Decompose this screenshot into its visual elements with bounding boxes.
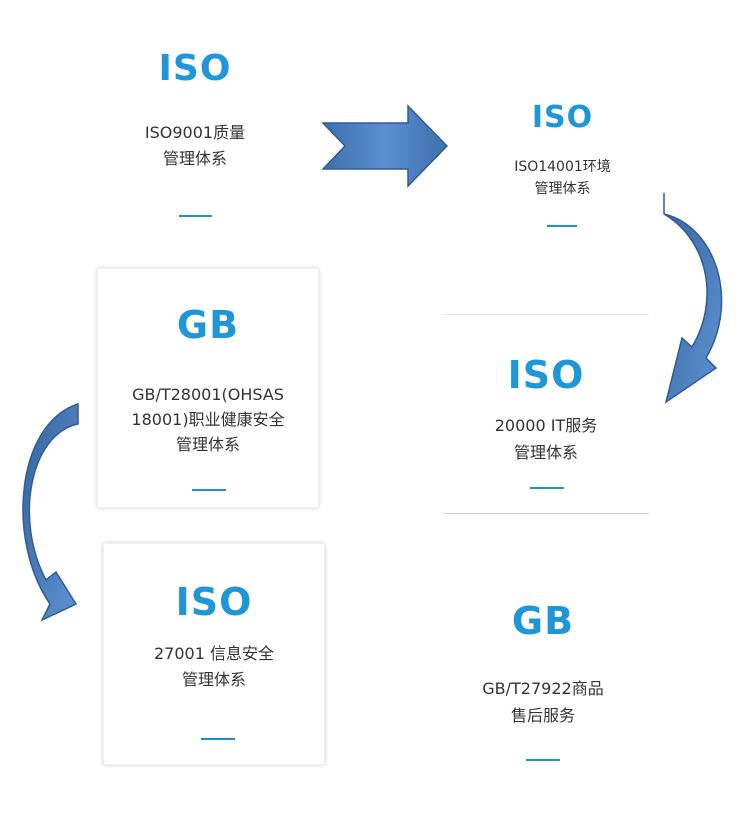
- cert-description-line: 27001 信息安全: [154, 644, 274, 663]
- cert-description-line: 管理体系: [175, 435, 240, 454]
- cert-description: GB/T28001(OHSAS 18001)职业健康安全 管理体系: [98, 382, 318, 457]
- cert-description: 27001 信息安全 管理体系: [104, 641, 324, 693]
- accent-dash: [526, 759, 560, 761]
- cert-card-iso9001: ISO ISO9001质量 管理体系: [95, 30, 295, 240]
- cert-card-gbt27922: GB GB/T27922商品 售后服务: [440, 585, 646, 785]
- cert-description-line: 管理体系: [181, 670, 246, 689]
- cert-description: ISO14001环境 管理体系: [470, 156, 655, 200]
- cert-description-line: GB/T28001(OHSAS: [132, 385, 284, 404]
- accent-dash: [547, 225, 577, 227]
- cert-description-line: 管理体系: [162, 149, 227, 168]
- curved-arrow-left-icon: [22, 402, 79, 622]
- cert-badge: GB: [176, 303, 240, 347]
- cert-card-iso20000: ISO 20000 IT服务 管理体系: [443, 314, 649, 514]
- cert-card-iso27001: ISO 27001 信息安全 管理体系: [103, 543, 325, 765]
- cert-badge: ISO: [158, 48, 232, 89]
- accent-dash: [192, 489, 226, 491]
- accent-dash: [201, 738, 235, 740]
- cert-description-line: ISO14001环境: [514, 159, 611, 175]
- cert-badge: ISO: [531, 100, 594, 135]
- cert-description: ISO9001质量 管理体系: [95, 120, 295, 172]
- cert-description-line: 管理体系: [513, 443, 578, 462]
- accent-dash: [179, 215, 212, 217]
- cert-description: 20000 IT服务 管理体系: [443, 412, 649, 466]
- cert-badge: ISO: [507, 353, 585, 397]
- cert-description-line: 20000 IT服务: [494, 416, 598, 435]
- cert-description: GB/T27922商品 售后服务: [440, 675, 646, 729]
- cert-badge: GB: [511, 599, 575, 643]
- cert-description-line: 管理体系: [534, 181, 591, 197]
- cert-description-line: GB/T27922商品: [482, 679, 604, 698]
- cert-badge: ISO: [175, 580, 253, 624]
- cert-card-iso14001: ISO ISO14001环境 管理体系: [470, 80, 655, 260]
- right-arrow-icon: [321, 104, 449, 188]
- cert-description-line: 售后服务: [510, 706, 575, 725]
- cert-description-line: 18001)职业健康安全: [131, 410, 285, 429]
- accent-dash: [530, 487, 564, 489]
- curved-arrow-right-icon: [663, 193, 723, 404]
- cert-description-line: ISO9001质量: [144, 123, 246, 142]
- cert-card-gbt28001: GB GB/T28001(OHSAS 18001)职业健康安全 管理体系: [97, 268, 319, 508]
